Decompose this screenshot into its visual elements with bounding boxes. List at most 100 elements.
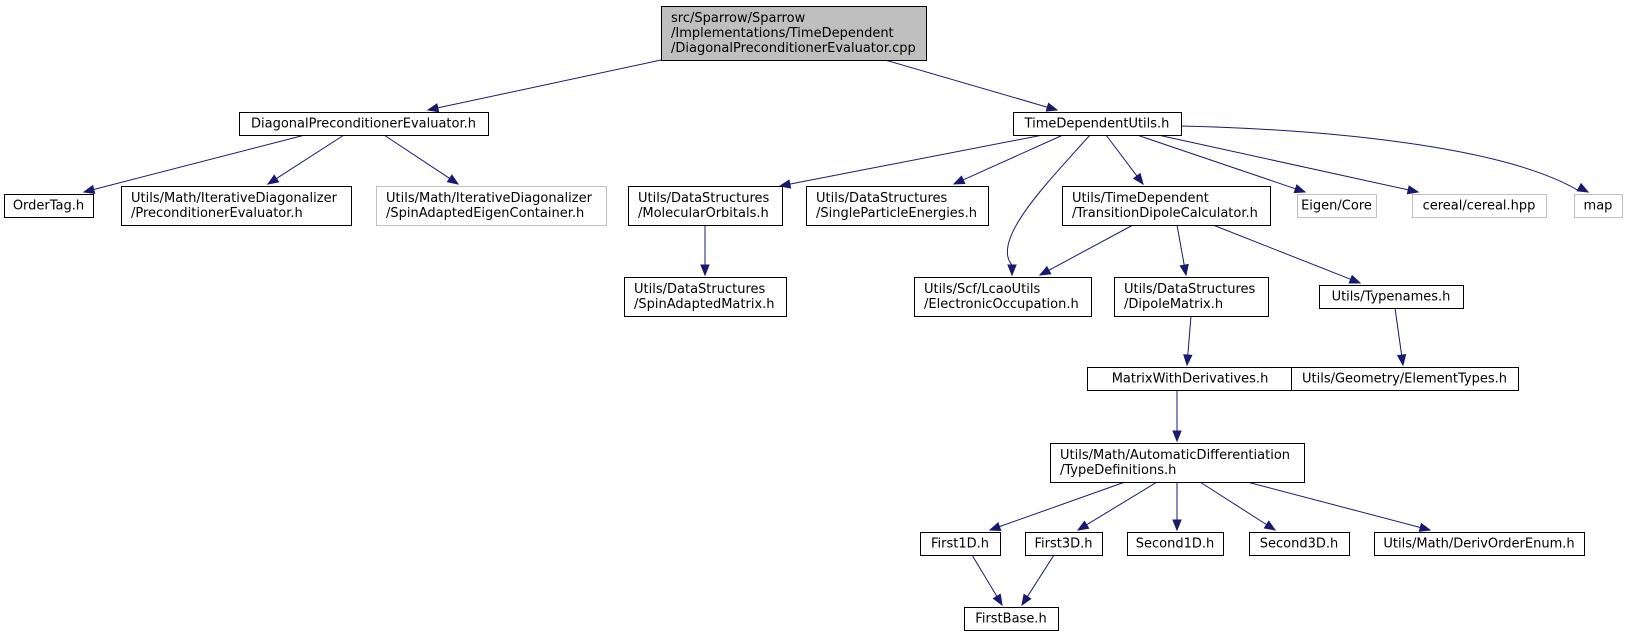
node-label-line: First3D.h <box>1034 537 1092 552</box>
edge-typenames-to-eltypes <box>1394 307 1407 367</box>
node-label-line: Utils/DataStructures <box>1124 282 1256 297</box>
node-tdc[interactable]: Utils/TimeDependent/TransitionDipoleCalc… <box>1062 186 1271 226</box>
node-label-line: /SingleParticleEnergies.h <box>816 206 977 221</box>
node-label-line: Second1D.h <box>1136 537 1215 552</box>
edge-arrowhead <box>1045 102 1059 112</box>
node-label-line: /DiagonalPreconditionerEvaluator.cpp <box>671 41 916 56</box>
node-label-line: /Implementations/TimeDependent <box>671 26 894 41</box>
node-box <box>1319 285 1464 309</box>
edge-arrowhead <box>1076 520 1090 531</box>
node-box <box>1013 112 1182 136</box>
node-label-line: Utils/Math/IterativeDiagonalizer <box>131 191 338 206</box>
node-label-line: /SpinAdaptedEigenContainer.h <box>386 206 584 221</box>
node-label-line: /MolecularOrbitals.h <box>638 206 769 221</box>
edge-arrowhead <box>952 175 966 185</box>
edge-line <box>884 59 1048 108</box>
node-box <box>1025 532 1103 556</box>
node-typedefs[interactable]: Utils/Math/AutomaticDifferentiation/Type… <box>1050 443 1305 483</box>
node-label-line: Utils/TimeDependent <box>1072 191 1209 206</box>
edge-arrowhead <box>446 174 460 185</box>
edge-line <box>1187 315 1192 356</box>
node-cereal: cereal/cereal.hpp <box>1412 194 1547 218</box>
node-label-line: /TransitionDipoleCalculator.h <box>1072 206 1258 221</box>
node-mwd[interactable]: MatrixWithDerivatives.h <box>1087 367 1294 391</box>
edge-dpe-to-ordertag <box>82 134 306 194</box>
edge-mwd-to-typedefs <box>1172 390 1182 443</box>
node-eltypes[interactable]: Utils/Geometry/ElementTypes.h <box>1291 367 1519 391</box>
node-box <box>1114 277 1269 317</box>
node-label-line: Second3D.h <box>1260 537 1339 552</box>
nodes-layer: src/Sparrow/Sparrow/Implementations/Time… <box>4 6 1623 631</box>
node-label-line: /ElectronicOccupation.h <box>924 297 1079 312</box>
node-label-line: OrderTag.h <box>13 199 84 214</box>
edge-arrowhead <box>1418 522 1432 532</box>
node-root[interactable]: src/Sparrow/Sparrow/Implementations/Time… <box>661 6 927 61</box>
edge-line <box>789 134 1044 185</box>
node-precond[interactable]: Utils/Math/IterativeDiagonalizer/Precond… <box>121 186 352 226</box>
node-firstbase[interactable]: FirstBase.h <box>964 607 1059 631</box>
node-dipole[interactable]: Utils/DataStructures/DipoleMatrix.h <box>1114 277 1269 317</box>
edge-typedefs-to-second3d <box>1199 481 1277 531</box>
edge-arrowhead <box>1406 185 1420 195</box>
edge-arrowhead <box>1007 264 1017 277</box>
node-molorb[interactable]: Utils/DataStructures/MolecularOrbitals.h <box>628 186 783 226</box>
node-eigen: Eigen/Core <box>1297 194 1377 218</box>
edge-line <box>437 59 662 109</box>
edge-line <box>1176 224 1185 266</box>
node-box <box>121 186 352 226</box>
node-box <box>624 277 787 317</box>
node-box <box>964 607 1059 631</box>
edge-arrowhead <box>1179 263 1189 277</box>
node-label-line: FirstBase.h <box>975 612 1046 627</box>
edge-arrowhead <box>1183 354 1193 367</box>
edge-arrowhead <box>1172 430 1182 443</box>
edge-line <box>1006 134 1091 266</box>
node-ordertag[interactable]: OrderTag.h <box>4 194 94 218</box>
edge-first1d-to-firstbase <box>971 554 1003 607</box>
node-label-line: Utils/Math/AutomaticDifferentiation <box>1060 448 1290 463</box>
node-dpe[interactable]: DiagonalPreconditionerEvaluator.h <box>239 112 489 136</box>
node-second3d[interactable]: Second3D.h <box>1249 532 1350 556</box>
node-label-line: /DipoleMatrix.h <box>1124 297 1223 312</box>
edge-line <box>1105 134 1138 177</box>
node-label-line: Utils/Scf/LcaoUtils <box>924 282 1040 297</box>
node-label-line: Eigen/Core <box>1301 199 1372 214</box>
edge-tdu-to-cereal <box>1157 134 1420 195</box>
edge-line <box>1180 125 1579 191</box>
edge-arrowhead <box>426 103 440 113</box>
node-tdu[interactable]: TimeDependentUtils.h <box>1013 112 1182 136</box>
node-first1d[interactable]: First1D.h <box>920 532 1001 556</box>
node-label-line: cereal/cereal.hpp <box>1423 199 1536 214</box>
node-box <box>1062 186 1271 226</box>
edge-typedefs-to-second1d <box>1172 482 1182 532</box>
node-box <box>661 6 927 61</box>
node-box <box>1412 194 1547 218</box>
edge-arrowhead <box>988 522 1002 531</box>
edge-line <box>1212 224 1351 280</box>
edge-line <box>1394 307 1403 356</box>
node-box <box>376 186 607 226</box>
node-derivorder[interactable]: Utils/Math/DerivOrderEnum.h <box>1374 532 1585 556</box>
node-second1d[interactable]: Second1D.h <box>1127 532 1224 556</box>
node-first3d[interactable]: First3D.h <box>1025 532 1103 556</box>
edge-arrowhead <box>992 593 1003 607</box>
edge-line <box>1157 134 1409 191</box>
edge-line <box>93 134 306 190</box>
node-label-line: TimeDependentUtils.h <box>1024 117 1170 132</box>
edge-arrowhead <box>1348 274 1362 284</box>
node-label-line: Utils/DataStructures <box>816 191 948 206</box>
node-sam[interactable]: Utils/DataStructures/SpinAdaptedMatrix.h <box>624 277 787 317</box>
node-box <box>806 186 989 226</box>
node-map: map <box>1574 194 1623 218</box>
edge-line <box>1026 554 1055 597</box>
edge-arrowhead <box>1293 184 1307 194</box>
edge-tdu-to-tdc <box>1105 134 1144 186</box>
node-label-line: Utils/Math/IterativeDiagonalizer <box>386 191 593 206</box>
node-box <box>1127 532 1224 556</box>
node-typenames[interactable]: Utils/Typenames.h <box>1319 285 1464 309</box>
node-box <box>628 186 783 226</box>
node-spe[interactable]: Utils/DataStructures/SingleParticleEnerg… <box>806 186 989 226</box>
node-eocc[interactable]: Utils/Scf/LcaoUtils/ElectronicOccupation… <box>914 277 1092 317</box>
edge-arrowhead <box>1396 353 1407 367</box>
